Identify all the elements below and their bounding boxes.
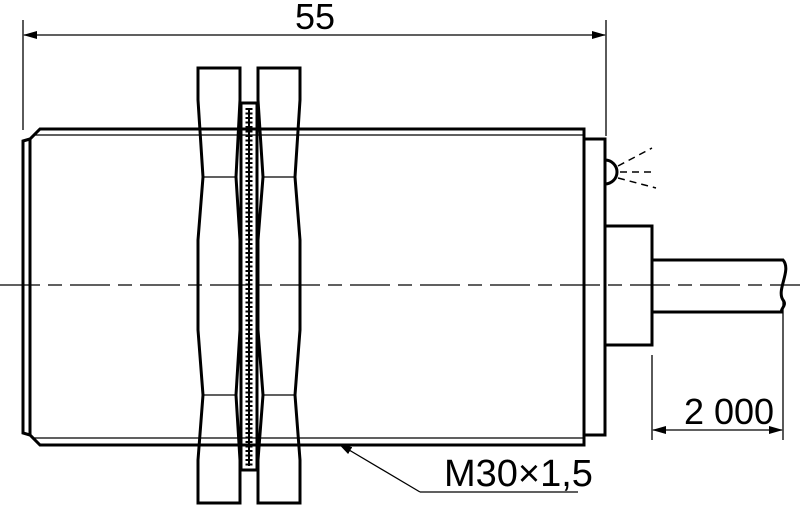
lock-nut-1 (196, 66, 242, 505)
overall-length-label: 55 (295, 0, 335, 37)
led-indicator (604, 147, 657, 189)
cable-length-label: 2 000 (684, 391, 774, 432)
cable (652, 258, 788, 314)
thread-section (239, 101, 259, 472)
rear-cap (582, 137, 607, 437)
lock-nut-2 (256, 66, 302, 505)
thread-spec-label: M30×1,5 (444, 453, 593, 495)
overall-length-dimension: 55 (22, 0, 607, 136)
sensor-body (21, 127, 607, 447)
thread-leader: M30×1,5 (338, 443, 593, 495)
cable-length-dimension: 2 000 (651, 300, 784, 440)
